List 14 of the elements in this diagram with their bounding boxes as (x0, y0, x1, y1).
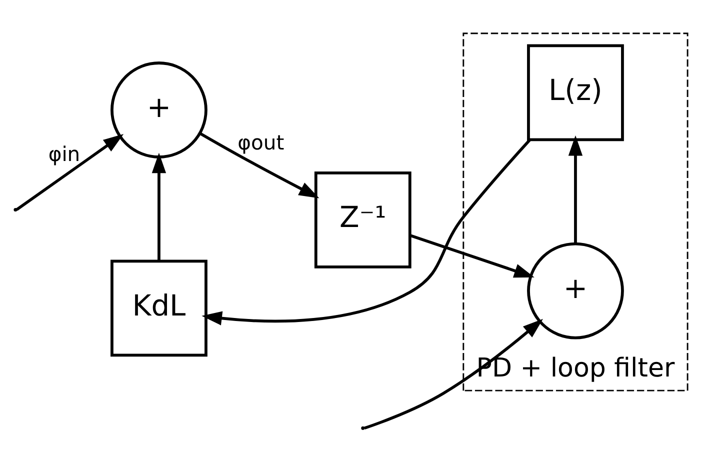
arrow (199, 132, 320, 198)
node-circle: + (527, 242, 624, 339)
arrow (364, 318, 544, 429)
node-circle: + (110, 61, 208, 158)
node-box: L(z) (527, 44, 624, 141)
arrow (410, 234, 534, 278)
arrow (152, 152, 166, 260)
edge-label: φout (238, 130, 284, 154)
arrow (202, 138, 531, 325)
edge-label: φin (48, 141, 80, 166)
node-box: KdL (110, 259, 208, 356)
arrow (568, 134, 583, 244)
arrow (16, 134, 124, 210)
node-box: Z⁻¹ (314, 170, 412, 268)
